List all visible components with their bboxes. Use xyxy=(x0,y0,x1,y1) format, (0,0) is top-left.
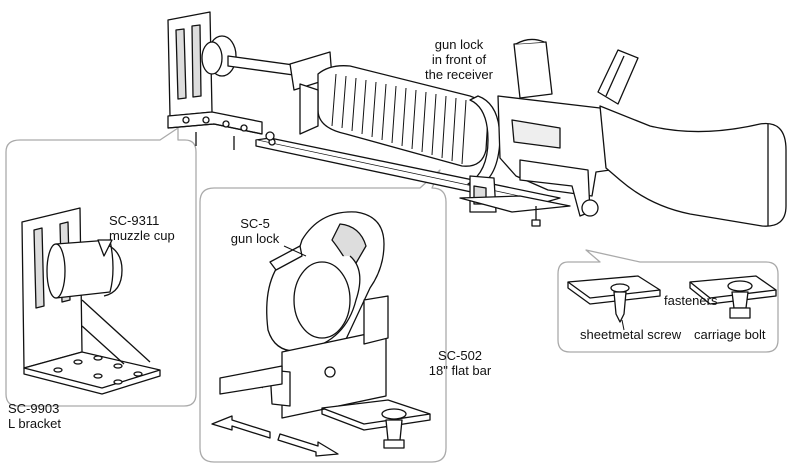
label-gun-lock-receiver: gun lock in front of the receiver xyxy=(414,37,504,82)
rifle-stock xyxy=(599,105,787,227)
sheetmetal-screw xyxy=(567,275,661,323)
carriage-bolt xyxy=(689,275,777,319)
label-gun-lock-line1: gun lock xyxy=(434,37,484,52)
label-muzzle-cup-code: SC-9311 xyxy=(109,213,160,228)
label-l-bracket-name: L bracket xyxy=(8,416,61,431)
front-flat-bar xyxy=(459,195,571,227)
label-sc5-code: SC-5 xyxy=(240,216,270,231)
label-flat-bar: SC-502 18" flat bar xyxy=(420,348,500,378)
label-flat-bar-name: 18" flat bar xyxy=(428,363,492,378)
rifle-handguard xyxy=(299,65,489,167)
motion-arrows xyxy=(211,415,339,457)
leader-lines xyxy=(283,245,625,331)
label-gun-lock-line3: the receiver xyxy=(425,67,493,82)
label-muzzle-cup: SC-9311 muzzle cup xyxy=(109,213,175,243)
label-carriage-bolt: carriage bolt xyxy=(694,327,766,342)
label-sheetmetal-screw: sheetmetal screw xyxy=(580,327,682,342)
detail-gun-lock xyxy=(261,211,389,419)
callout-bracket-box xyxy=(5,127,197,407)
label-fasteners: fasteners xyxy=(664,293,718,308)
label-l-bracket: SC-9903 L bracket xyxy=(8,401,61,431)
detail-muzzle-cup xyxy=(46,239,123,299)
rifle-barrel xyxy=(227,51,333,91)
label-l-bracket-code: SC-9903 xyxy=(8,401,60,416)
detail-flat-bar xyxy=(219,365,431,449)
label-sc5-name: gun lock xyxy=(230,231,280,246)
label-gun-lock-line2: in front of xyxy=(431,52,487,67)
top-l-bracket xyxy=(167,11,263,150)
rifle-carry-handle xyxy=(597,49,639,105)
label-flat-bar-code: SC-502 xyxy=(437,348,483,363)
callout-gunlock-box xyxy=(199,169,447,463)
label-sc5-gun-lock: SC-5 gun lock xyxy=(226,216,284,246)
label-muzzle-cup-name: muzzle cup xyxy=(109,228,175,243)
callout-fasteners-box xyxy=(557,249,779,353)
